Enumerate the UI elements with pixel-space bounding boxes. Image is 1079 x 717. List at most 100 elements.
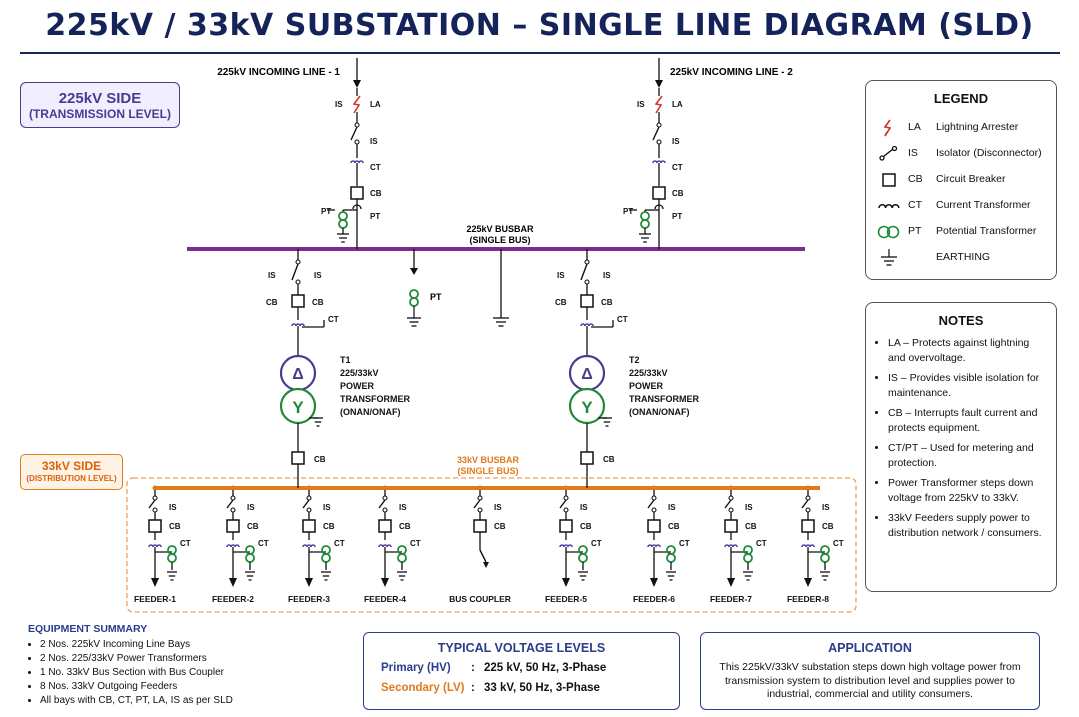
cb-label: CB xyxy=(555,298,567,307)
isolator-contact xyxy=(656,139,662,145)
note-item: LA – Protects against lightning and over… xyxy=(888,336,1048,366)
is-label: IS xyxy=(668,503,676,512)
isolator-contact xyxy=(656,122,662,128)
feeder-arrow xyxy=(229,578,237,587)
is-label: IS xyxy=(399,503,407,512)
potential-transformer-coil xyxy=(167,553,177,563)
is-label: IS xyxy=(672,137,680,146)
voltage-levels-panel: TYPICAL VOLTAGE LEVELS Primary (HV) : 22… xyxy=(363,632,680,710)
current-transformer-symbol xyxy=(226,544,240,548)
lv-side-sub: (DISTRIBUTION LEVEL) xyxy=(26,474,117,483)
isolator-blade xyxy=(473,499,481,509)
circuit-breaker-symbol xyxy=(580,294,594,308)
ct-label: CT xyxy=(833,539,844,548)
note-item: IS – Provides visible isolation for main… xyxy=(888,371,1048,401)
equipment-item: 2 Nos. 225kV Incoming Line Bays xyxy=(40,638,328,652)
isolator-contact xyxy=(295,279,301,285)
cb-label: CB xyxy=(672,189,684,198)
bus-coupler-switch xyxy=(479,549,487,563)
ct-label: CT xyxy=(679,539,690,548)
isolator-blade xyxy=(350,126,358,141)
isolator-contact xyxy=(382,495,388,501)
circuit-breaker-symbol xyxy=(580,451,594,465)
feeder-label: FEEDER-5 xyxy=(545,594,587,604)
notes-panel: NOTES LA – Protects against lightning an… xyxy=(865,302,1057,592)
legend-title: LEGEND xyxy=(933,91,989,106)
cb-label: CB xyxy=(601,298,613,307)
lv-busbar-sub: (SINGLE BUS) xyxy=(457,466,518,476)
isolator-contact xyxy=(584,259,590,265)
transformer-name: T2 xyxy=(629,355,640,365)
primary-voltage-label: Primary (HV) xyxy=(381,662,451,674)
bus-junction xyxy=(382,485,388,491)
is-label: IS xyxy=(247,503,255,512)
cb-label: CB xyxy=(323,522,335,531)
ct-label: CT xyxy=(334,539,345,548)
potential-transformer-icon xyxy=(877,225,900,239)
delta-symbol: Δ xyxy=(292,366,304,383)
is-label: IS xyxy=(603,271,611,280)
equipment-summary-title: EQUIPMENT SUMMARY xyxy=(28,623,148,635)
potential-transformer-coil xyxy=(321,545,331,555)
current-transformer-symbol xyxy=(350,160,364,164)
hv-side-sub: (TRANSMISSION LEVEL) xyxy=(28,107,171,121)
isolator-contact xyxy=(230,495,236,501)
cb-label: CB xyxy=(580,522,592,531)
note-item: Power Transformer steps down voltage fro… xyxy=(888,476,1048,506)
cb-label: CB xyxy=(668,522,680,531)
is-label: IS xyxy=(557,271,565,280)
transformer-desc: POWER xyxy=(340,381,375,391)
circuit-breaker-symbol xyxy=(302,519,316,533)
potential-transformer-coil xyxy=(578,545,588,555)
bus-junction xyxy=(230,485,236,491)
potential-transformer-coil xyxy=(338,219,348,229)
equipment-item: 1 No. 33kV Bus Section with Bus Coupler xyxy=(40,666,328,680)
is-label: IS xyxy=(268,271,276,280)
is-label: IS xyxy=(169,503,177,512)
isolator-blade xyxy=(378,499,386,509)
transformer-rating: 225/33kV xyxy=(340,368,379,378)
potential-transformer-coil xyxy=(397,545,407,555)
star-symbol: Y xyxy=(292,398,304,417)
isolator-blade xyxy=(226,499,234,509)
page-title: 225kV / 33kV SUBSTATION – SINGLE LINE DI… xyxy=(45,8,1034,43)
lightning-arrester-symbol xyxy=(352,95,361,114)
bus-junction xyxy=(477,485,483,491)
is-label: IS xyxy=(335,100,343,109)
cb-label: CB xyxy=(822,522,834,531)
feeder-label: FEEDER-7 xyxy=(710,594,752,604)
ct-label: CT xyxy=(328,315,339,324)
pt-label: PT xyxy=(370,212,380,221)
star-symbol: Y xyxy=(581,398,593,417)
current-transformer-symbol xyxy=(291,323,305,327)
ct-label: CT xyxy=(370,163,381,172)
equipment-item: All bays with CB, CT, PT, LA, IS as per … xyxy=(40,694,328,708)
circuit-breaker-symbol xyxy=(652,186,666,200)
incoming-arrow xyxy=(655,80,663,88)
current-transformer-symbol xyxy=(724,544,738,548)
isolator-contact xyxy=(728,507,734,513)
la-label: LA xyxy=(672,100,683,109)
isolator-blade xyxy=(291,263,299,281)
secondary-voltage-separator: : xyxy=(471,682,475,694)
is-label: IS xyxy=(745,503,753,512)
circuit-breaker-symbol xyxy=(473,519,487,533)
feeder-label: BUS COUPLER xyxy=(449,594,511,604)
is-label: IS xyxy=(637,100,645,109)
feeder-label: FEEDER-4 xyxy=(364,594,406,604)
isolator-blade xyxy=(801,499,809,509)
lv-switchgear-area xyxy=(126,477,857,613)
isolator-contact xyxy=(584,279,590,285)
isolator-blade xyxy=(724,499,732,509)
feeder-label: FEEDER-3 xyxy=(288,594,330,604)
